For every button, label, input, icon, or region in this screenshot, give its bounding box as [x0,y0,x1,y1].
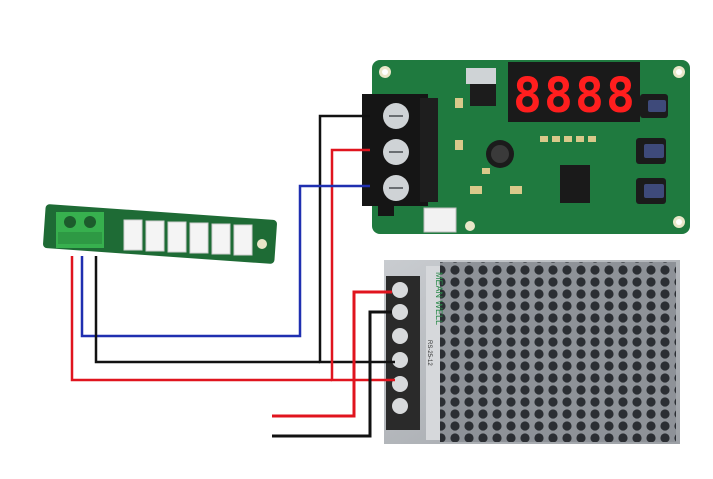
blue-signal-wire [80,184,370,338]
power-supply-unit: MEAN WELL RS-25-12 [372,246,692,466]
seven-segment-display: 8 8 8 8 [508,62,640,124]
jst-connector [423,207,457,233]
black-wire-adapter [94,256,320,364]
controller-board: 8 8 8 8 [358,58,690,238]
red-wire-adapter [70,256,332,382]
psu-terminal-strip [386,276,420,430]
psu-brand-label: MEAN WELL [434,272,444,325]
vent-grille [440,262,676,442]
ac-input-red-wire [272,290,392,418]
black-wire-controller [318,114,395,364]
wiring [70,114,395,438]
display-digit-1: 8 [513,68,542,124]
regulator-tab [466,68,496,84]
voltage-regulator [470,84,496,106]
solder-pads [455,98,596,194]
ic-chip [560,165,590,203]
screw-terminal-block [362,94,438,216]
red-wire-controller [330,148,395,382]
label-strip [426,266,440,440]
push-buttons [636,94,668,204]
display-digit-3: 8 [575,68,604,124]
ac-input-black-wire [272,310,392,438]
jst-sockets [123,219,253,256]
sensor-adapter-board [38,196,282,274]
green-terminal-block [56,212,104,248]
display-digit-4: 8 [606,68,635,124]
psu-model-label: RS-25-12 [426,340,432,366]
display-digit-2: 8 [544,68,573,124]
